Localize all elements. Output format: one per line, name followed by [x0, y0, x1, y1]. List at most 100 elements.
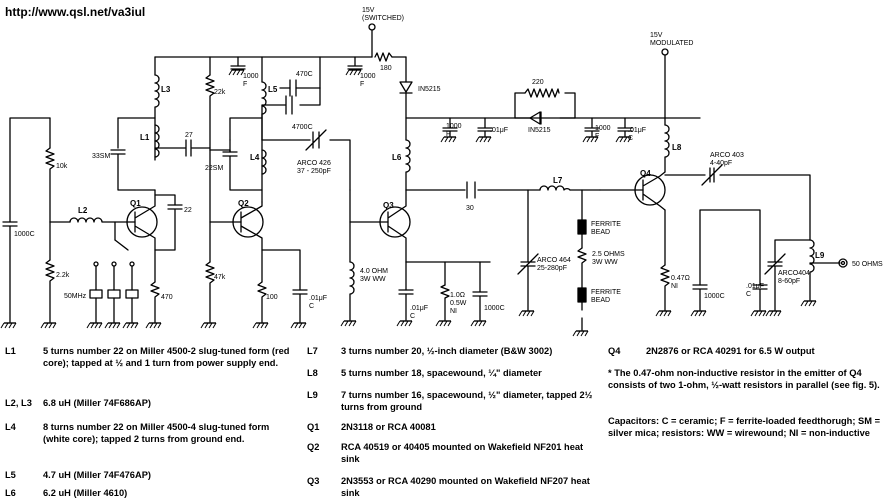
resistor-100: [257, 281, 267, 323]
cap-01uf-q2: [292, 289, 308, 323]
label-l2: L2: [78, 206, 88, 215]
inductor-l5: [261, 81, 267, 141]
crystal-1: [89, 289, 103, 299]
label-q2: Q2: [238, 199, 249, 208]
cap-1000f-d: [584, 117, 600, 137]
cap-33sm: [110, 149, 156, 191]
label-c-30: 30: [466, 205, 474, 212]
label-supply-switched: 15V(SWITCHED): [362, 7, 404, 22]
label-output: 50 OHMS: [852, 261, 883, 268]
cap-4700c: [285, 95, 293, 115]
label-c-1000c-q3: 1000C: [484, 305, 505, 312]
label-c-470c: 470C: [296, 71, 313, 78]
crystal-3: [125, 289, 139, 299]
label-r-180: 180: [380, 65, 392, 72]
label-c-01uf-a: .01μF: [490, 127, 508, 134]
cap-1000f-b: [347, 56, 363, 70]
label-c-22sm: 22SM: [205, 165, 223, 172]
modulated-supply-terminal: [661, 48, 669, 56]
cap-1000c-q4: [692, 284, 708, 311]
label-l1: L1: [140, 133, 150, 142]
cap-arco403: [701, 164, 723, 186]
resistor-47k: [205, 261, 215, 323]
label-l5: L5: [268, 85, 278, 94]
resistor-2-2k: [45, 259, 55, 323]
label-q4: Q4: [640, 169, 651, 178]
diode-1n5215-series: [399, 81, 413, 94]
cap-1000f-a: [230, 65, 246, 70]
label-c-1000c-q4: 1000C: [704, 293, 725, 300]
label-c-27: 27: [185, 132, 193, 139]
label-l4: L4: [250, 153, 260, 162]
diode-1n5215-shunt: [529, 111, 542, 125]
label-c-22: 22: [184, 207, 192, 214]
resistor-180: [374, 52, 393, 62]
cap-01uf-q4: [752, 284, 768, 311]
output-connector: [838, 258, 848, 268]
resistor-25ohm: [577, 247, 587, 289]
cap-27: [185, 139, 192, 157]
inductor-l3: [154, 74, 160, 119]
inductor-l1: [154, 124, 160, 158]
cap-1000f-c: [442, 117, 458, 137]
crystal-switch: [114, 239, 129, 251]
label-r-100: 100: [266, 294, 278, 301]
source-url: http://www.qsl.net/va3iul: [5, 5, 146, 19]
resistor-22k: [205, 74, 215, 151]
inductor-l4: [261, 149, 267, 175]
resistor-470: [150, 281, 160, 323]
cap-22: [167, 204, 183, 210]
cap-01uf-a: [477, 117, 493, 137]
label-xtal: 50MHz: [64, 293, 87, 300]
label-l6: L6: [392, 153, 402, 162]
label-c-33sm: 33SM: [92, 153, 110, 160]
cap-1000c-q3: [472, 291, 488, 321]
ferrite-bead-2: [577, 287, 587, 303]
label-c-4700c: 4700C: [292, 124, 313, 131]
label-r-220: 220: [532, 79, 544, 86]
cap-01uf-q3: [398, 289, 414, 321]
inductor-l7: [539, 185, 571, 191]
inductor-l8: [664, 124, 670, 173]
resistor-047-ni: [660, 264, 670, 311]
cap-arco426: [305, 129, 327, 151]
note-star: * The 0.47-ohm non-inductive resistor in…: [608, 368, 880, 390]
cap-470c: [289, 79, 297, 97]
label-d-1n5215-a: IN5215: [418, 86, 441, 93]
label-l8: L8: [672, 143, 682, 152]
label-l3: L3: [161, 85, 171, 94]
label-l9: L9: [815, 251, 825, 260]
label-r-10k: 10k: [56, 163, 68, 170]
label-r-470: 470: [161, 294, 173, 301]
cap-arco404: [764, 253, 786, 311]
ground-symbols: [0, 69, 817, 337]
